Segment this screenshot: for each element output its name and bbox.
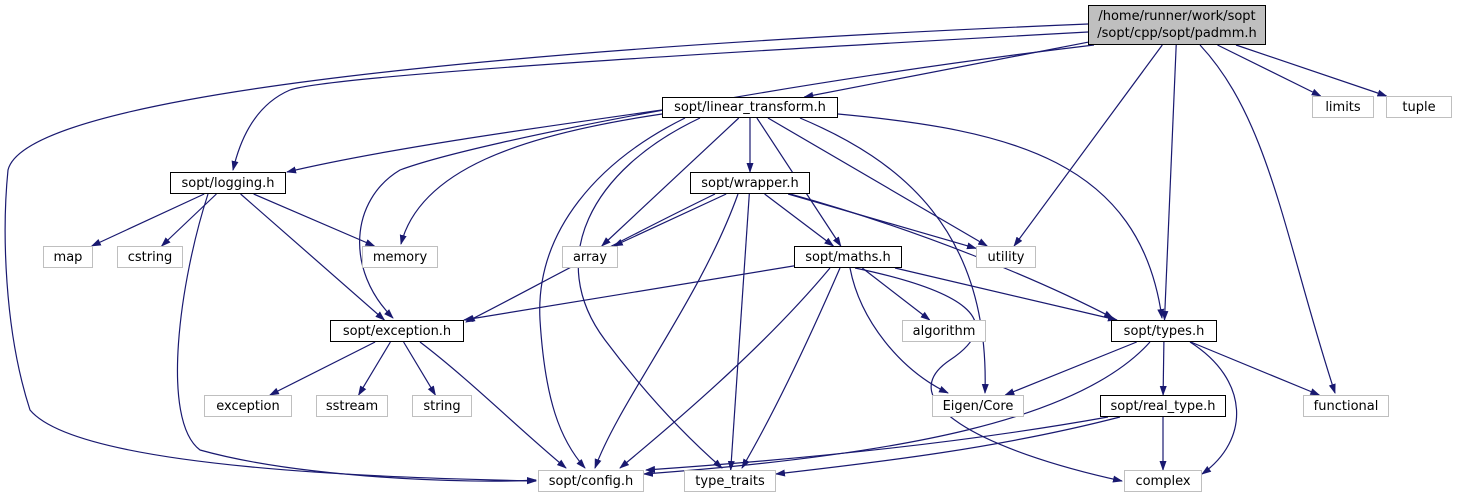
edge-types-to-real-type bbox=[1159, 341, 1167, 396]
edge-maths-to-config bbox=[619, 267, 831, 469]
node-sstream: sstream bbox=[316, 395, 388, 417]
edge-maths-to-algorithm bbox=[861, 267, 931, 321]
edge-padmm-to-utility bbox=[1013, 44, 1163, 247]
edge-maths-to-type-traits bbox=[741, 267, 841, 469]
edge-logging-to-cstring bbox=[160, 193, 217, 247]
edge-padmm-to-limits bbox=[1217, 44, 1322, 97]
edge-wrapper-to-type-traits bbox=[727, 193, 750, 471]
node-functional: functional bbox=[1303, 395, 1389, 417]
edge-padmm-to-config bbox=[4, 23, 1089, 485]
edge-logging-to-config bbox=[176, 193, 537, 485]
node-real-type-h[interactable]: sopt/real_type.h bbox=[1100, 395, 1226, 417]
node-exception-h[interactable]: sopt/exception.h bbox=[330, 320, 464, 342]
node-wrapper-h[interactable]: sopt/wrapper.h bbox=[690, 172, 810, 194]
edge-linear-transform-to-utility bbox=[767, 117, 989, 247]
node-complex: complex bbox=[1124, 470, 1202, 492]
node-eigen-core: Eigen/Core bbox=[932, 395, 1024, 417]
node-map: map bbox=[43, 246, 93, 268]
edge-maths-to-types bbox=[894, 267, 1118, 322]
edge-linear-transform-to-array bbox=[601, 117, 740, 247]
node-padmm-h-label-line1: /home/runner/work/sopt bbox=[1098, 9, 1256, 24]
node-tuple: tuple bbox=[1386, 96, 1452, 118]
node-utility: utility bbox=[976, 246, 1036, 268]
edge-logging-to-exception-h bbox=[240, 193, 386, 321]
edge-real-type-to-type-traits bbox=[775, 416, 1121, 477]
node-maths-h[interactable]: sopt/maths.h bbox=[794, 246, 902, 268]
edge-maths-to-complex bbox=[854, 267, 1123, 483]
edge-types-to-eigen-core bbox=[1004, 341, 1137, 396]
node-padmm-h-label: /home/runner/work/sopt /sopt/cpp/sopt/pa… bbox=[1097, 8, 1257, 42]
edge-types-to-complex bbox=[1189, 341, 1238, 475]
edge-exception-h-to-string bbox=[403, 341, 436, 396]
edge-exception-h-to-exception bbox=[269, 341, 376, 396]
edge-wrapper-to-exception-h bbox=[465, 193, 716, 323]
node-types-h[interactable]: sopt/types.h bbox=[1111, 320, 1217, 342]
edge-exception-h-to-sstream bbox=[358, 341, 391, 396]
edge-wrapper-to-array bbox=[612, 193, 727, 247]
edge-linear-transform-to-memory bbox=[399, 113, 663, 245]
dependency-edges bbox=[4, 23, 1388, 485]
node-config-h: sopt/config.h bbox=[538, 470, 644, 492]
node-padmm-h[interactable]: /home/runner/work/sopt /sopt/cpp/sopt/pa… bbox=[1088, 5, 1266, 45]
node-limits: limits bbox=[1312, 96, 1374, 118]
edge-linear-transform-to-type-traits bbox=[577, 117, 723, 469]
edge-wrapper-to-config bbox=[594, 193, 739, 469]
edge-wrapper-to-types bbox=[789, 193, 1114, 319]
edge-types-to-config bbox=[643, 341, 1151, 477]
node-exception: exception bbox=[204, 395, 292, 417]
node-algorithm: algorithm bbox=[902, 320, 986, 342]
edge-wrapper-to-maths bbox=[764, 193, 835, 247]
edge-logging-to-map bbox=[90, 193, 205, 247]
node-string: string bbox=[412, 395, 472, 417]
node-array: array bbox=[562, 246, 618, 268]
edge-padmm-to-types bbox=[1161, 44, 1177, 321]
edge-linear-transform-to-config bbox=[539, 117, 686, 469]
edge-types-to-functional bbox=[1190, 341, 1321, 396]
node-type-traits: type_traits bbox=[684, 470, 776, 492]
node-linear-transform-h[interactable]: sopt/linear_transform.h bbox=[662, 97, 838, 118]
node-padmm-h-label-line2: /sopt/cpp/sopt/padmm.h bbox=[1097, 26, 1257, 41]
edge-linear-transform-to-types bbox=[837, 113, 1165, 319]
edge-padmm-to-tuple bbox=[1235, 44, 1388, 97]
node-cstring: cstring bbox=[117, 246, 183, 268]
edge-padmm-to-logging bbox=[231, 31, 1089, 171]
edge-padmm-to-exception-h bbox=[359, 44, 1095, 319]
edge-wrapper-to-utility bbox=[787, 193, 977, 250]
node-logging-h[interactable]: sopt/logging.h bbox=[170, 172, 286, 194]
edge-exception-h-to-config bbox=[419, 341, 567, 469]
edge-real-type-to-config bbox=[645, 416, 1109, 473]
node-memory: memory bbox=[362, 246, 438, 268]
edge-logging-to-memory bbox=[253, 193, 376, 247]
edge-padmm-to-functional bbox=[1199, 44, 1336, 394]
edge-linear-transform-to-logging bbox=[286, 109, 663, 174]
edge-maths-to-exception-h bbox=[463, 265, 795, 322]
